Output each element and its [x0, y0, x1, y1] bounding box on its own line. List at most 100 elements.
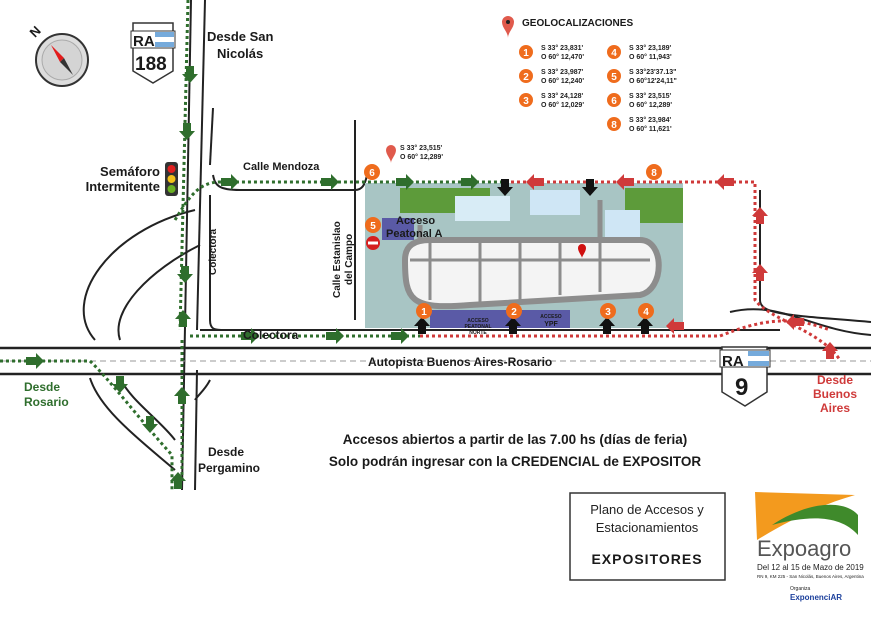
- notice-line-1: Accesos abiertos a partir de las 7.00 hs…: [343, 432, 687, 447]
- location-pin-icon: [502, 16, 514, 38]
- svg-text:4: 4: [611, 48, 617, 59]
- venue-pin-icon: [578, 244, 586, 258]
- svg-text:Nicolás: Nicolás: [217, 46, 263, 61]
- label-acceso-peatonal-norte: ACCESO: [467, 318, 489, 324]
- badge-5: 5: [365, 217, 381, 233]
- svg-text:S 33° 23,987': S 33° 23,987': [541, 68, 584, 76]
- red-arrow-icon: [716, 174, 734, 190]
- green-arrow-icon: [321, 174, 339, 190]
- svg-text:GEOLOCALIZACIONES: GEOLOCALIZACIONES: [522, 18, 633, 29]
- access-badges: 1 2 3 4 5 6 8: [364, 164, 662, 319]
- label-calle-mendoza: Calle Mendoza: [243, 161, 320, 173]
- label-colectora: Colectora: [243, 328, 299, 342]
- svg-text:O 60° 12,470': O 60° 12,470': [541, 53, 584, 61]
- legend-item-1: 1 S 33° 23,831'O 60° 12,470': [519, 44, 584, 61]
- svg-text:O 60°12'24,11": O 60°12'24,11": [629, 77, 677, 85]
- svg-text:Del 12 al 15 de Mazo de 2019: Del 12 al 15 de Mazo de 2019: [757, 563, 864, 572]
- label-acceso-ypf: ACCESO: [540, 314, 562, 320]
- svg-text:S 33° 24,128': S 33° 24,128': [541, 92, 584, 100]
- svg-text:Intermitente: Intermitente: [86, 179, 160, 194]
- venue-area: [365, 183, 683, 328]
- badge-4: 4: [638, 303, 654, 319]
- svg-text:Organiza: Organiza: [790, 586, 811, 592]
- label-desde-buenos-aires: Desde: [817, 373, 853, 387]
- notice-line-2: Solo podrán ingresar con la CREDENCIAL d…: [329, 454, 702, 469]
- red-arrow-icon: [752, 264, 768, 281]
- svg-text:S 33° 23,984': S 33° 23,984': [629, 116, 672, 124]
- svg-text:8: 8: [611, 120, 617, 131]
- green-arrow-icon: [174, 387, 190, 404]
- svg-text:S 33° 23,831': S 33° 23,831': [541, 44, 584, 52]
- svg-text:RN 9, KM 225 - San Nicolás, Bu: RN 9, KM 225 - San Nicolás, Buenos Aires…: [757, 574, 864, 579]
- green-arrow-icon: [175, 310, 191, 327]
- svg-text:9: 9: [735, 374, 748, 401]
- svg-text:188: 188: [135, 54, 167, 75]
- svg-text:2: 2: [523, 72, 529, 83]
- legend-item-3: 3 S 33° 24,128'O 60° 12,029': [519, 92, 584, 109]
- svg-text:1: 1: [523, 48, 529, 59]
- svg-text:Peatonal A: Peatonal A: [386, 228, 442, 240]
- svg-text:Aires: Aires: [820, 401, 850, 415]
- svg-text:EXPOSITORES: EXPOSITORES: [591, 551, 702, 567]
- exponenciar-logo: ExponenciAR: [790, 593, 842, 602]
- legend-item-8: 8 S 33° 23,984'O 60° 11,621': [607, 116, 672, 133]
- svg-text:4: 4: [643, 307, 649, 318]
- svg-text:Expoagro: Expoagro: [757, 536, 851, 561]
- svg-text:O 60° 12,029': O 60° 12,029': [541, 101, 584, 109]
- svg-text:6: 6: [369, 168, 375, 179]
- svg-text:Buenos: Buenos: [813, 387, 857, 401]
- svg-text:RA: RA: [133, 33, 155, 50]
- green-arrow-icon: [177, 266, 193, 283]
- legend-item-2: 2 S 33° 23,987'O 60° 12,240': [519, 68, 584, 85]
- svg-text:PEATONAL: PEATONAL: [464, 324, 491, 330]
- label-desde-rosario: Desde: [24, 380, 60, 394]
- svg-text:S 33° 23,189': S 33° 23,189': [629, 44, 672, 52]
- svg-text:8: 8: [651, 168, 657, 179]
- legend-item-4: 4 S 33° 23,189'O 60° 11,943': [607, 44, 672, 61]
- green-arrow-icon: [112, 376, 128, 393]
- geolocation-legend: GEOLOCALIZACIONES 1 S 33° 23,831'O 60° 1…: [502, 16, 677, 133]
- route-shield-ra188: RA 188: [130, 22, 176, 84]
- badge-3: 3: [600, 303, 616, 319]
- expoagro-logo: Expoagro Del 12 al 15 de Mazo de 2019 RN…: [755, 492, 864, 602]
- svg-text:3: 3: [523, 96, 529, 107]
- svg-text:6: 6: [611, 96, 617, 107]
- legend-item-5: 5 S 33°23'37.13"O 60°12'24,11": [607, 68, 677, 85]
- svg-text:O 60° 12,289': O 60° 12,289': [400, 153, 443, 161]
- compass-icon: N: [27, 23, 89, 87]
- green-arrow-icon: [179, 123, 195, 140]
- badge-8: 8: [646, 164, 662, 180]
- svg-text:1: 1: [421, 307, 427, 318]
- svg-text:O 60° 12,289': O 60° 12,289': [629, 101, 672, 109]
- svg-text:O 60° 11,621': O 60° 11,621': [629, 125, 672, 133]
- green-route: [0, 0, 505, 490]
- svg-text:O 60° 11,943': O 60° 11,943': [629, 53, 672, 61]
- no-entry-icon: [366, 236, 380, 250]
- badge-1: 1: [416, 303, 432, 319]
- pin-coordinates: S 33° 23,515': [400, 144, 443, 152]
- svg-text:3: 3: [605, 307, 611, 318]
- svg-text:O 60° 12,240': O 60° 12,240': [541, 77, 584, 85]
- svg-text:S 33°23'37.13": S 33°23'37.13": [629, 68, 677, 76]
- plan-title-box: Plano de Accesos y Estacionamientos EXPO…: [569, 492, 726, 581]
- svg-text:N: N: [27, 23, 44, 40]
- svg-text:Estacionamientos: Estacionamientos: [596, 520, 699, 535]
- svg-text:Plano de Accesos y: Plano de Accesos y: [590, 502, 704, 517]
- label-acceso-peatonal-a: Acceso: [396, 215, 435, 227]
- label-colectora-vertical: Colectora: [208, 228, 219, 275]
- traffic-light-icon: [165, 162, 178, 196]
- svg-text:del Campo: del Campo: [344, 234, 355, 285]
- route-shield-ra9: RA 9: [719, 346, 771, 407]
- badge-6: 6: [364, 164, 380, 180]
- label-desde-san-nicolas: Desde San: [207, 29, 274, 44]
- svg-text:NORTE: NORTE: [469, 330, 487, 336]
- svg-text:S 33° 23,515': S 33° 23,515': [629, 92, 672, 100]
- green-arrow-icon: [26, 353, 44, 369]
- svg-text:5: 5: [370, 221, 376, 232]
- svg-text:RA: RA: [722, 353, 744, 370]
- label-calle-estanislao: Calle Estanislao: [332, 221, 343, 298]
- badge-2: 2: [506, 303, 522, 319]
- svg-text:Rosario: Rosario: [24, 395, 69, 409]
- label-semaforo: Semáforo: [100, 164, 160, 179]
